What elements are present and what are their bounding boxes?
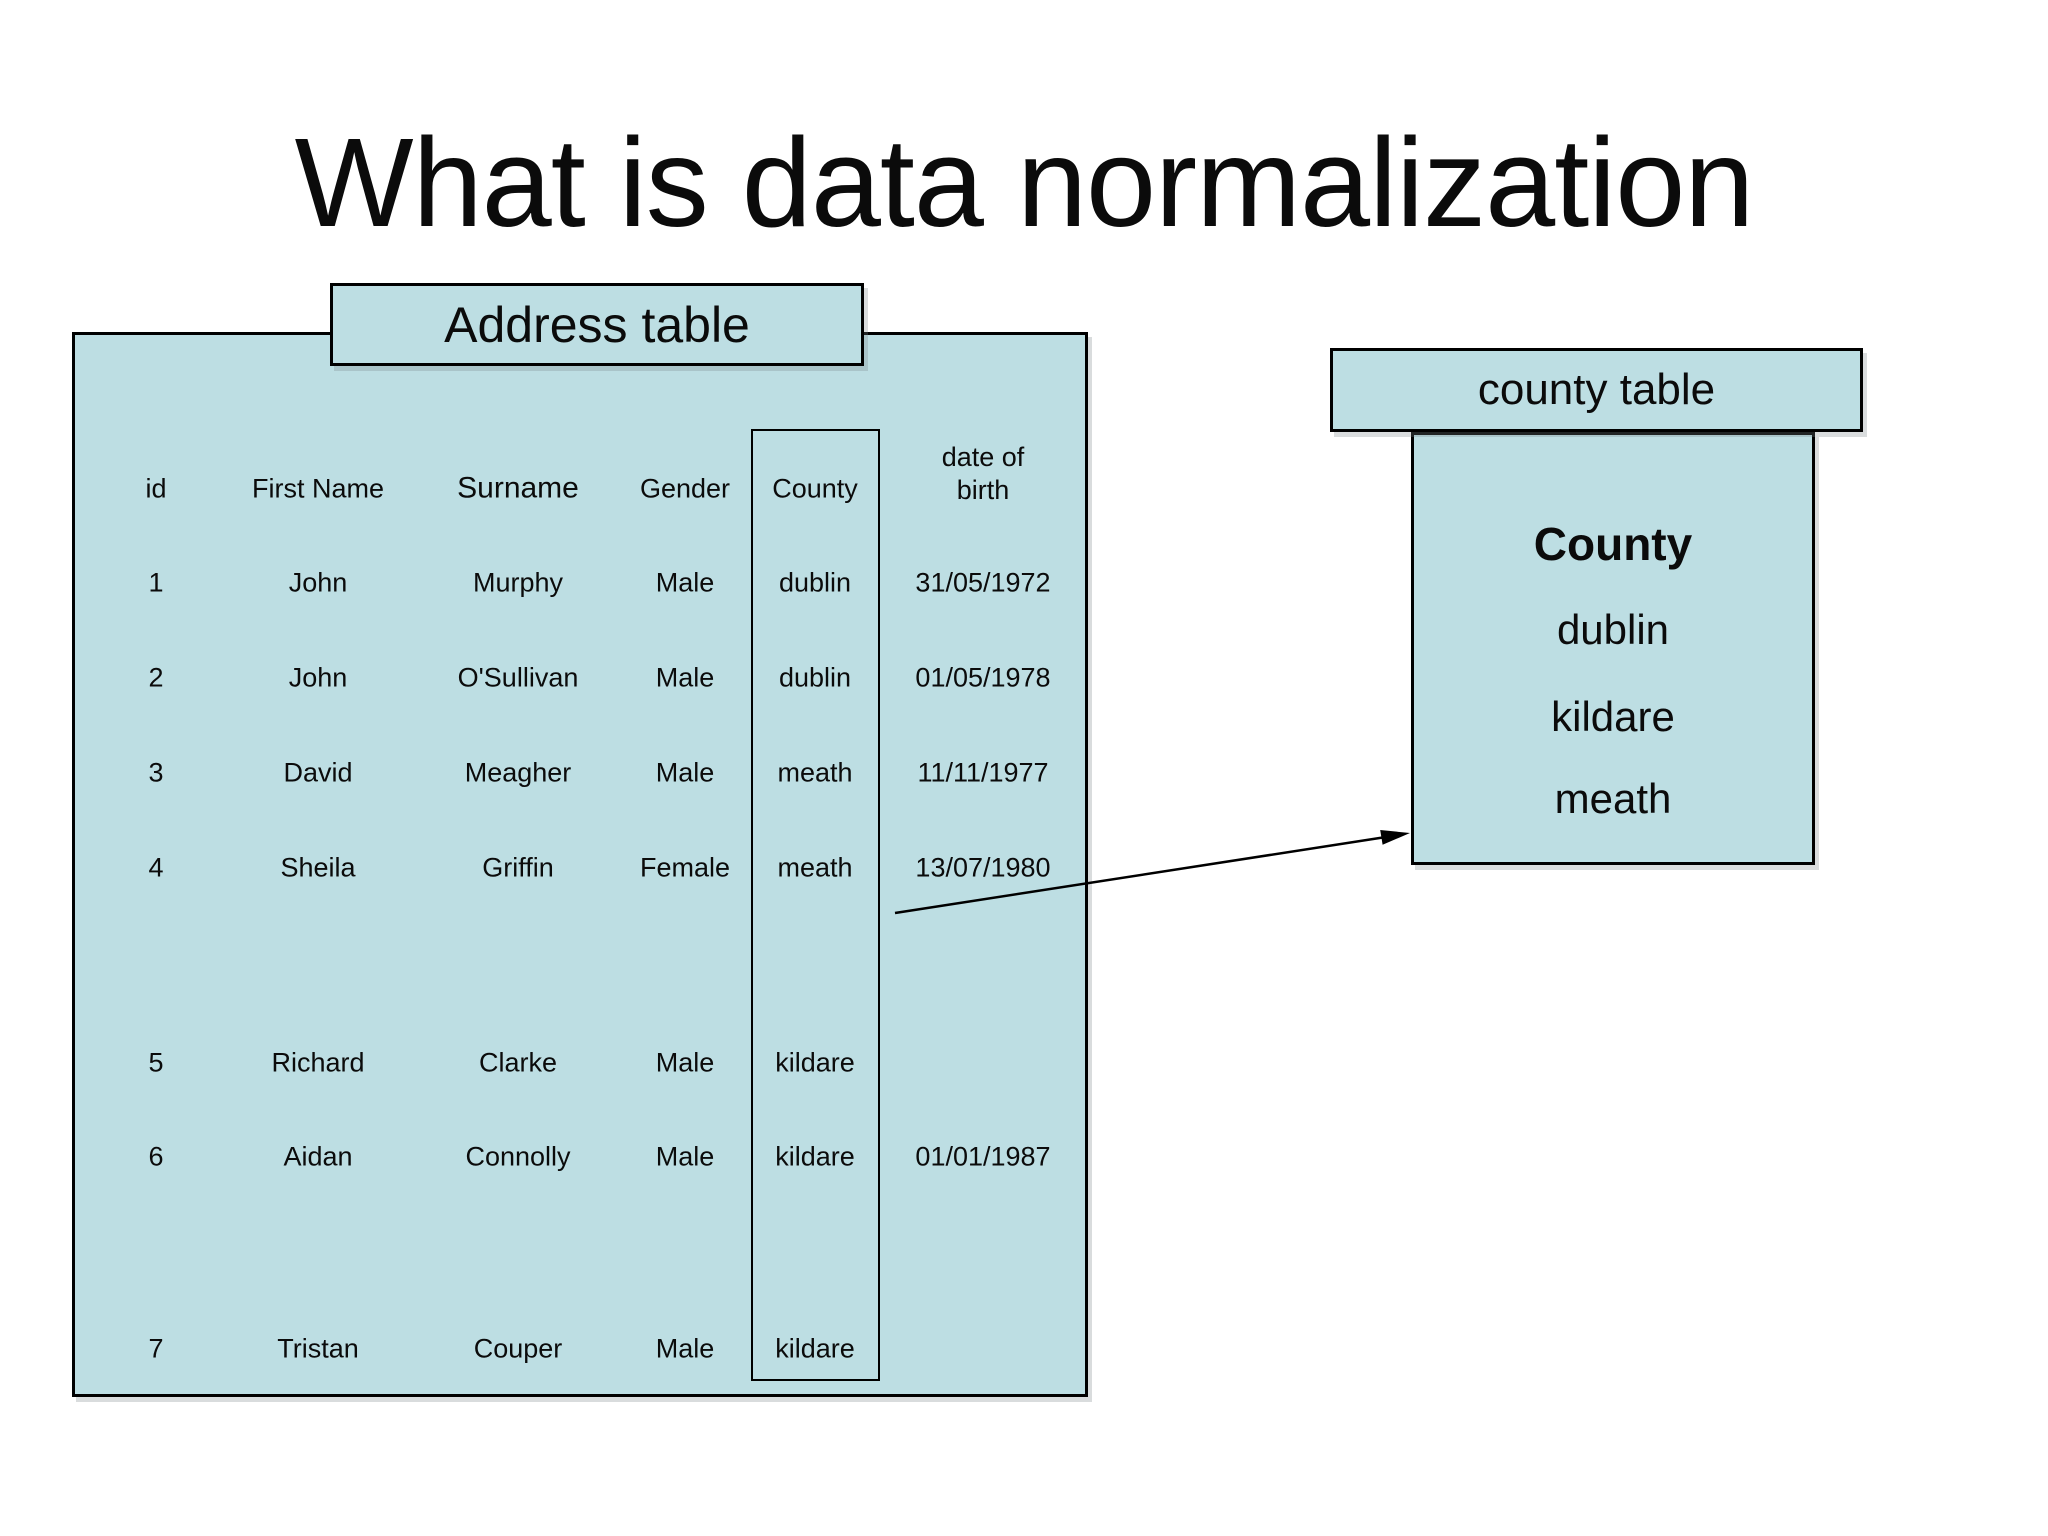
cell-row7-first-name: Tristan xyxy=(277,1333,359,1364)
cell-row2-first-name: John xyxy=(288,662,348,693)
county-column-outline xyxy=(751,429,880,1381)
address-table-label: Address table xyxy=(444,296,750,353)
cell-row2-surname: O'Sullivan xyxy=(457,662,579,693)
county-table-label: county table xyxy=(1477,365,1716,414)
cell-row2-dob: 01/05/1978 xyxy=(915,662,1051,693)
cell-row7-county: kildare xyxy=(775,1333,855,1364)
cell-row3-first-name: David xyxy=(283,757,353,788)
cell-row1-dob: 31/05/1972 xyxy=(915,567,1051,598)
county-table-label-box: county table xyxy=(1330,348,1863,432)
county-table-body-box xyxy=(1411,432,1815,865)
cell-row4-first-name: Sheila xyxy=(280,852,356,883)
cell-row5-first-name: Richard xyxy=(271,1047,365,1078)
column-header-county: County xyxy=(772,473,858,504)
cell-row2-county: dublin xyxy=(778,662,852,693)
column-header-first-name: First Name xyxy=(251,473,385,504)
column-header-gender: Gender xyxy=(639,473,731,504)
column-header-dob: date of birth xyxy=(941,442,1025,505)
county-value: kildare xyxy=(1551,693,1675,740)
cell-row1-county: dublin xyxy=(778,567,852,598)
cell-row7-gender: Male xyxy=(655,1333,715,1364)
cell-row4-county: meath xyxy=(777,852,853,883)
cell-row7-id: 7 xyxy=(148,1333,164,1364)
cell-row6-gender: Male xyxy=(655,1141,715,1172)
arrowhead-icon xyxy=(1380,830,1410,845)
cell-row1-id: 1 xyxy=(148,567,164,598)
cell-row3-county: meath xyxy=(777,757,853,788)
cell-row3-gender: Male xyxy=(655,757,715,788)
cell-row6-surname: Connolly xyxy=(465,1141,571,1172)
county-field-header: County xyxy=(1533,518,1693,570)
cell-row2-gender: Male xyxy=(655,662,715,693)
column-header-id: id xyxy=(145,473,167,504)
cell-row5-surname: Clarke xyxy=(478,1047,558,1078)
cell-row1-surname: Murphy xyxy=(472,567,564,598)
cell-row2-id: 2 xyxy=(148,662,164,693)
cell-row6-county: kildare xyxy=(775,1141,855,1172)
cell-row6-dob: 01/01/1987 xyxy=(915,1141,1051,1172)
cell-row5-gender: Male xyxy=(655,1047,715,1078)
cell-row3-id: 3 xyxy=(148,757,164,788)
cell-row7-surname: Couper xyxy=(473,1333,563,1364)
county-value: meath xyxy=(1554,775,1672,822)
slide-title: What is data normalization xyxy=(294,112,1755,253)
address-table-label-box: Address table xyxy=(330,283,864,366)
cell-row3-surname: Meagher xyxy=(464,757,572,788)
cell-row3-dob: 11/11/1977 xyxy=(917,757,1049,788)
county-value: dublin xyxy=(1556,606,1670,653)
cell-row5-id: 5 xyxy=(148,1047,164,1078)
cell-row1-first-name: John xyxy=(288,567,348,598)
cell-row4-surname: Griffin xyxy=(482,852,554,883)
cell-row4-id: 4 xyxy=(148,852,164,883)
cell-row6-first-name: Aidan xyxy=(283,1141,353,1172)
cell-row1-gender: Male xyxy=(655,567,715,598)
column-header-surname: Surname xyxy=(457,471,579,505)
cell-row6-id: 6 xyxy=(148,1141,164,1172)
cell-row4-gender: Female xyxy=(639,852,731,883)
cell-row4-dob: 13/07/1980 xyxy=(915,852,1051,883)
cell-row5-county: kildare xyxy=(775,1047,855,1078)
